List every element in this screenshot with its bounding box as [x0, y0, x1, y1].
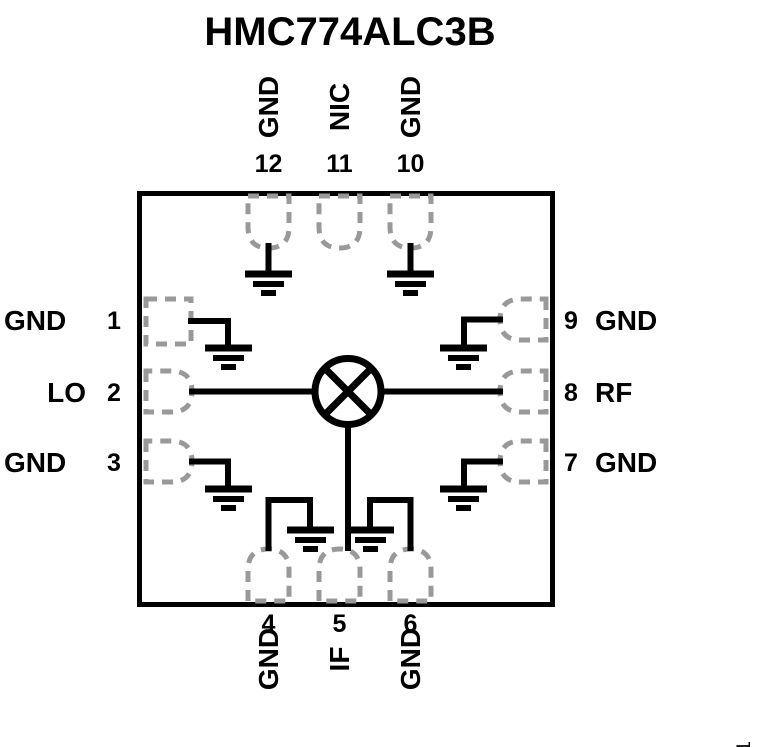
ground-symbol-pin-7	[440, 458, 503, 511]
pin-label-2: LO	[47, 377, 86, 408]
pin-label-12: GND	[253, 75, 284, 139]
pin-label-4: GND	[253, 627, 284, 691]
pin-label-9: GND	[595, 305, 658, 336]
figure-id: 13897-001	[734, 741, 756, 747]
ground-symbol-pin-4	[265, 497, 334, 552]
pin-number-7: 7	[564, 449, 578, 477]
pin-label-3: GND	[4, 447, 67, 478]
pin-number-12: 12	[254, 150, 283, 178]
ground-symbol-pin-1	[188, 318, 252, 370]
pin-pad-7	[497, 438, 549, 485]
ground-symbol-pin-6	[347, 497, 414, 552]
pin-pad-12	[245, 193, 292, 251]
pin-label-11: NIC	[324, 82, 355, 132]
pin-number-6: 6	[403, 610, 418, 638]
pin-number-3: 3	[107, 449, 121, 477]
pin-pad-3	[143, 438, 195, 485]
ground-symbol-pin-12	[245, 243, 292, 296]
pin-pad-8	[497, 368, 549, 415]
pin-number-9: 9	[564, 307, 578, 335]
pin-pad-2	[143, 368, 195, 415]
pin-pad-9	[497, 296, 549, 343]
pin-number-1: 1	[107, 307, 121, 335]
pin-pad-1	[143, 296, 194, 347]
mixer-symbol	[311, 355, 385, 428]
ground-symbol-pin-3	[189, 458, 252, 511]
pin-label-7: GND	[595, 447, 658, 478]
pin-label-1: GND	[4, 305, 67, 336]
ground-symbol-pin-10	[387, 243, 434, 296]
pin-pad-4	[245, 546, 292, 604]
pin-label-6: GND	[395, 627, 426, 691]
pin-pad-11	[316, 193, 363, 251]
pin-pad-6	[387, 546, 434, 604]
pin-label-5: IF	[324, 646, 355, 672]
pin-number-8: 8	[564, 379, 578, 407]
pin-label-8: RF	[595, 377, 633, 408]
pin-number-11: 11	[326, 150, 353, 178]
pin-number-4: 4	[261, 610, 276, 638]
ground-symbol-pin-9	[440, 316, 503, 370]
page-title: HMC774ALC3B	[204, 10, 496, 54]
pin-number-10: 10	[396, 150, 425, 178]
pin-pad-5	[316, 546, 363, 604]
pin-pad-10	[387, 193, 434, 251]
pin-label-10: GND	[395, 75, 426, 139]
pin-number-2: 2	[107, 379, 121, 407]
pin-number-5: 5	[332, 610, 347, 638]
